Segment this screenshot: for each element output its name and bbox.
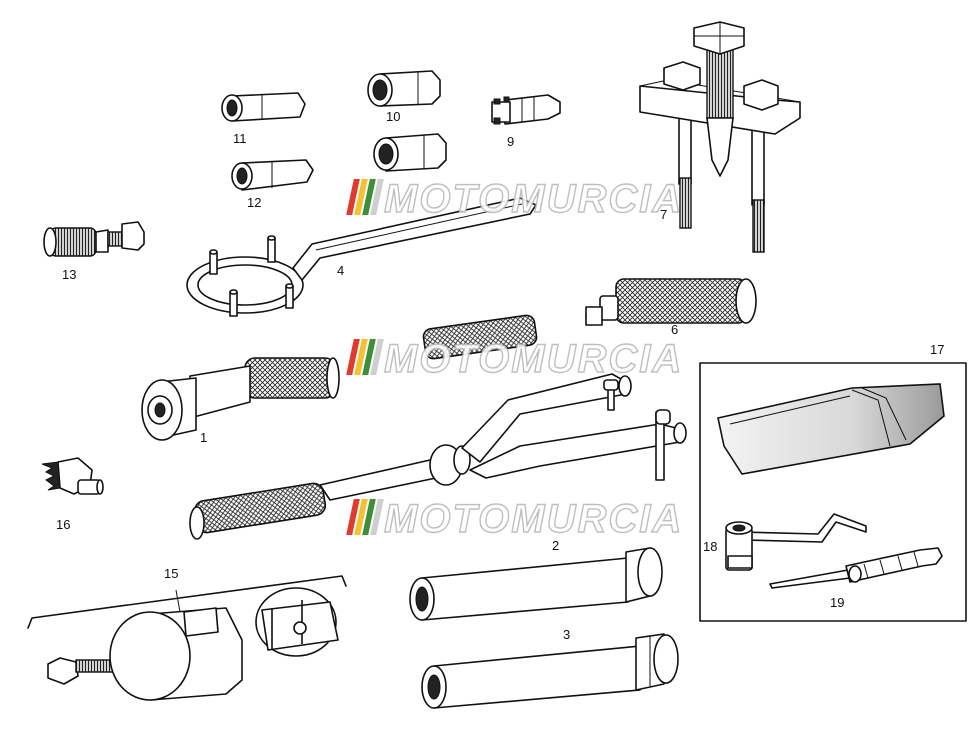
label-16: 16 [56, 517, 70, 532]
part-7-puller: 7 [639, 21, 801, 253]
label-11: 11 [233, 131, 247, 146]
label-7: 7 [660, 207, 667, 222]
part-1-bearing-driver: 1 [141, 357, 340, 445]
part-13-threaded-adapter: 13 [43, 221, 145, 282]
label-1: 1 [200, 430, 207, 445]
label-15: 15 [164, 566, 178, 581]
label-9: 9 [507, 134, 514, 149]
part-16-claw: 16 [41, 457, 104, 532]
watermark-text-3: MOTOMURCIA [384, 497, 683, 541]
knurled-handle-rear [422, 314, 538, 360]
part-4-pin-spanner: 4 [186, 197, 537, 317]
label-10: 10 [386, 109, 400, 124]
part-17-kit-box: 17 18 19 [699, 342, 967, 622]
label-13: 13 [62, 267, 76, 282]
part-2-tube: 2 [409, 538, 663, 621]
watermark-text-2: MOTOMURCIA [384, 337, 683, 381]
wm-stripe-red [346, 179, 360, 215]
label-18: 18 [703, 539, 717, 554]
label-3: 3 [563, 627, 570, 642]
watermark-text-1: MOTOMURCIA [384, 177, 683, 221]
part-15-extractor: 15 [27, 566, 347, 701]
label-19: 19 [830, 595, 844, 610]
watermark-2: MOTOMURCIA [346, 336, 683, 382]
part-6-knurled-drift: 6 [585, 278, 757, 337]
label-17: 17 [930, 342, 944, 357]
label-4: 4 [337, 263, 344, 278]
part-12-tube: 12 [231, 159, 314, 210]
part-11-tube: 11 [221, 92, 306, 146]
fork-pin-tool [189, 373, 687, 540]
label-12: 12 [247, 195, 261, 210]
part-3-tube: 3 [421, 627, 679, 709]
label-6: 6 [671, 322, 678, 337]
part-10-sleeve: 10 [367, 70, 441, 124]
sleeve-under-10 [373, 133, 447, 172]
watermark-1: MOTOMURCIA [346, 176, 683, 222]
watermark-3: MOTOMURCIA [346, 496, 683, 542]
label-2: 2 [552, 538, 559, 553]
part-9-slotted-socket: 9 [491, 94, 561, 149]
